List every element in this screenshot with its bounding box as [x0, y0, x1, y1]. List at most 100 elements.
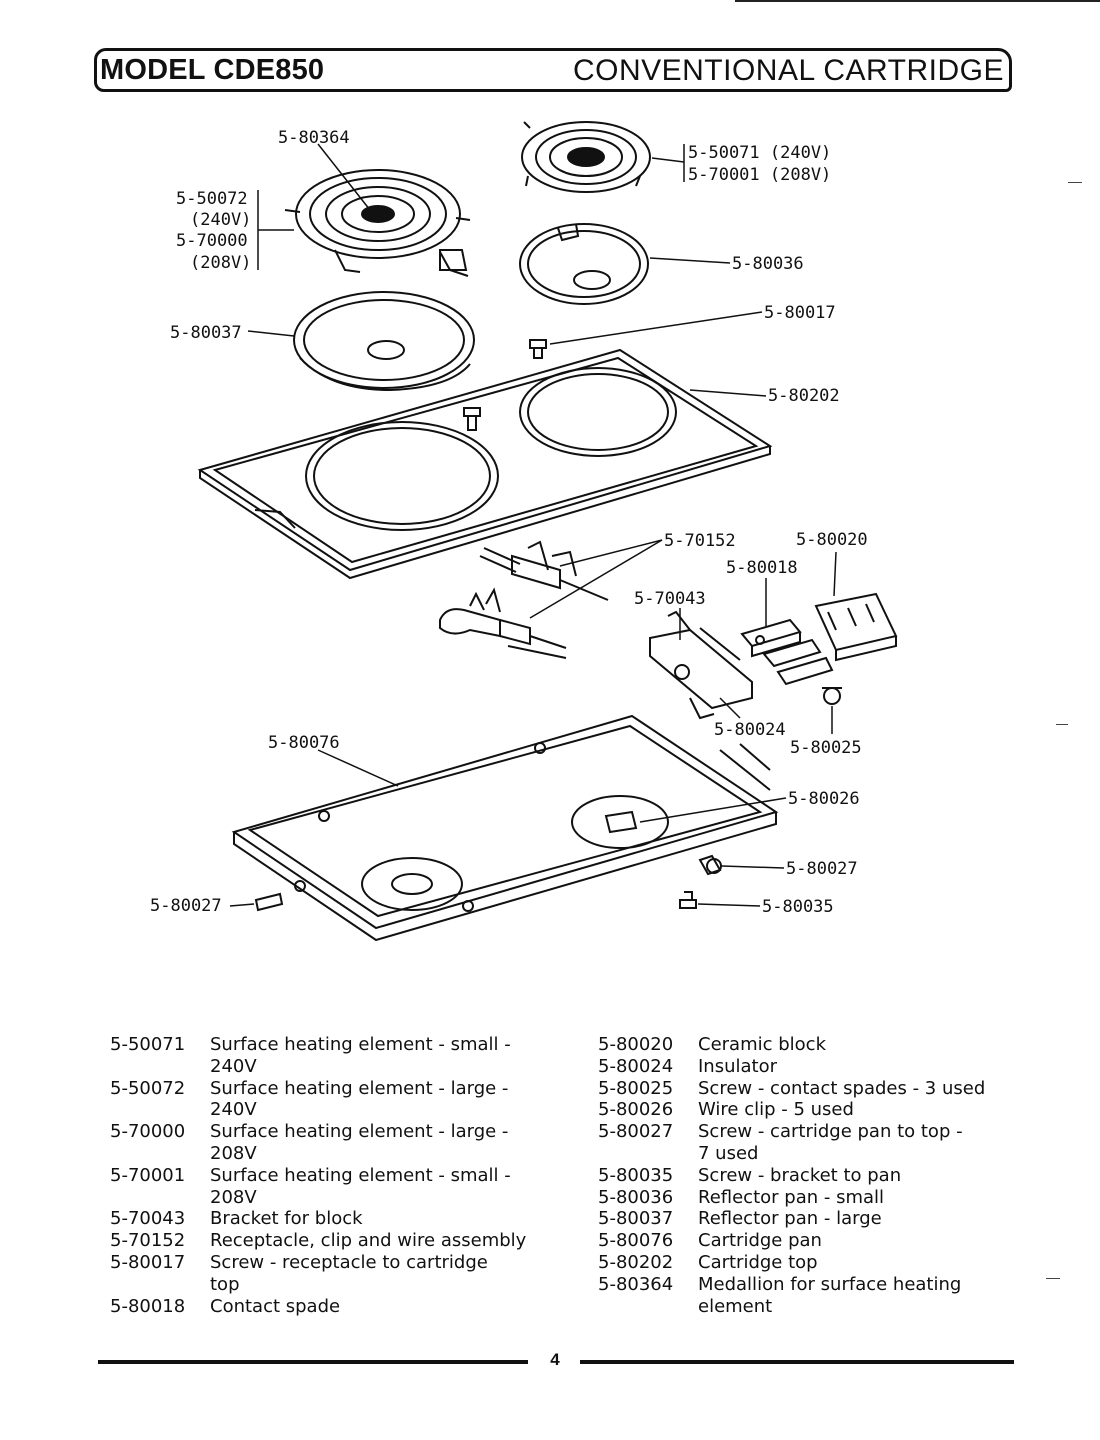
part-description: Insulator — [698, 1055, 778, 1077]
part-number: 5-80020 — [598, 1034, 674, 1055]
receptacle-assembly-lower — [439, 587, 567, 659]
part-description: Surface heating element - small - — [210, 1164, 511, 1186]
part-description: Surface heating element - large - — [210, 1121, 509, 1143]
part-number-spacer — [110, 1187, 210, 1209]
parts-list-row: 5-70001 Surface heating element - small - — [110, 1165, 550, 1187]
bracket-for-block — [649, 610, 753, 720]
ceramic-block — [814, 592, 898, 662]
part-description: Surface heating element - large - — [210, 1077, 509, 1099]
part-description-continued: 208V — [210, 1142, 257, 1164]
parts-list-row-continued: top — [110, 1274, 550, 1296]
parts-list-row-continued: 208V — [110, 1187, 550, 1209]
part-description: Screw - cartridge pan to top - — [698, 1121, 963, 1143]
callout-5-70000: 5-70000 — [176, 231, 248, 251]
callout-5-80364: 5-80364 — [278, 128, 350, 148]
part-number: 5-50072 — [110, 1077, 186, 1099]
part-number: 5-80017 — [110, 1251, 186, 1273]
part-number-spacer — [110, 1143, 210, 1165]
callout-5-50071: 5-50071 (240V) — [688, 143, 831, 163]
page-number: 4 — [550, 1350, 560, 1369]
callout-5-80076: 5-80076 — [268, 733, 340, 753]
part-description-continued: 7 used — [698, 1142, 759, 1164]
part-description: Screw - receptacle to cartridge — [210, 1251, 488, 1273]
part-description: Screw - bracket to pan — [698, 1164, 902, 1186]
parts-list-row: 5-80036 Reflector pan - small — [598, 1187, 1038, 1209]
contact-spade-screw — [822, 687, 842, 705]
part-description: Reflector pan - small — [698, 1186, 885, 1208]
callout-5-80027-right: 5-80027 — [786, 859, 858, 879]
callout-5-50072: 5-50072 — [176, 189, 248, 209]
part-number-spacer — [110, 1056, 210, 1078]
parts-list-row: 5-80027 Screw - cartridge pan to top - — [598, 1121, 1038, 1143]
callout-5-80036: 5-80036 — [732, 254, 804, 274]
part-description: Screw - contact spades - 3 used — [698, 1077, 986, 1099]
callout-5-80024: 5-80024 — [714, 720, 786, 740]
callout-5-80018: 5-80018 — [726, 558, 798, 578]
pan-screw-left — [254, 892, 284, 912]
part-description-continued: 240V — [210, 1099, 257, 1121]
cartridge-pan — [231, 714, 779, 942]
part-description: Bracket for block — [210, 1208, 363, 1230]
part-number: 5-80076 — [598, 1230, 674, 1252]
parts-list-row-continued: element — [598, 1296, 1038, 1318]
part-description: Cartridge pan — [698, 1230, 822, 1252]
pan-screw-right — [698, 854, 722, 876]
part-number-spacer — [110, 1099, 210, 1121]
parts-list-row: 5-80076 Cartridge pan — [598, 1230, 1038, 1252]
parts-list-row: 5-80018 Contact spade — [110, 1296, 550, 1318]
parts-list-row-continued: 240V — [110, 1056, 550, 1078]
contact-spades — [740, 618, 834, 686]
parts-list-row: 5-80024 Insulator — [598, 1056, 1038, 1078]
part-number: 5-80024 — [598, 1055, 674, 1077]
receptacle-assembly-upper — [479, 540, 609, 601]
callout-5-70152: 5-70152 — [664, 531, 736, 551]
part-number: 5-70001 — [110, 1164, 186, 1186]
part-description-continued: element — [698, 1295, 773, 1317]
large-heating-element — [284, 169, 471, 277]
callout-5-80027-left: 5-80027 — [150, 896, 222, 916]
exploded-parts-diagram: 5-80364 5-50072 (240V) 5-70000 (208V) 5-… — [150, 121, 898, 942]
callout-5-80025: 5-80025 — [790, 738, 862, 758]
cartridge-top-plate — [197, 348, 773, 580]
top-screw — [463, 407, 481, 431]
header-frame — [94, 48, 1012, 92]
part-number: 5-50071 — [110, 1034, 186, 1055]
parts-list-row-continued: 240V — [110, 1099, 550, 1121]
part-number: 5-70043 — [110, 1208, 186, 1230]
part-number: 5-80018 — [110, 1295, 186, 1317]
part-number: 5-80037 — [598, 1208, 674, 1230]
part-number: 5-80027 — [598, 1121, 674, 1143]
callout-5-80202: 5-80202 — [768, 386, 840, 406]
parts-list-row: 5-80035 Screw - bracket to pan — [598, 1165, 1038, 1187]
part-number-spacer — [110, 1274, 210, 1296]
callout-5-70043: 5-70043 — [634, 589, 706, 609]
part-number-spacer — [598, 1143, 698, 1165]
part-number: 5-80035 — [598, 1164, 674, 1186]
part-description: Reflector pan - large — [698, 1208, 882, 1230]
scan-mark — [1056, 724, 1068, 725]
parts-list-row: 5-50071 Surface heating element - small - — [110, 1034, 550, 1056]
callout-5-50072-voltage: (240V) — [190, 210, 251, 230]
parts-list-row: 5-50072 Surface heating element - large - — [110, 1078, 550, 1100]
parts-list-row: 5-80017 Screw - receptacle to cartridge — [110, 1252, 550, 1274]
part-number: 5-80036 — [598, 1186, 674, 1208]
callout-5-70000-voltage: (208V) — [190, 253, 251, 273]
bracket-screw — [679, 891, 697, 909]
callout-5-80026: 5-80026 — [788, 789, 860, 809]
parts-list-row-continued: 208V — [110, 1143, 550, 1165]
part-number: 5-80026 — [598, 1099, 674, 1121]
callout-5-70001: 5-70001 (208V) — [688, 165, 831, 185]
part-description: Surface heating element - small - — [210, 1034, 511, 1055]
part-description: Contact spade — [210, 1295, 341, 1317]
part-description-continued: 208V — [210, 1186, 257, 1208]
small-reflector-pan — [519, 223, 649, 305]
part-description: Receptacle, clip and wire assembly — [210, 1230, 527, 1252]
